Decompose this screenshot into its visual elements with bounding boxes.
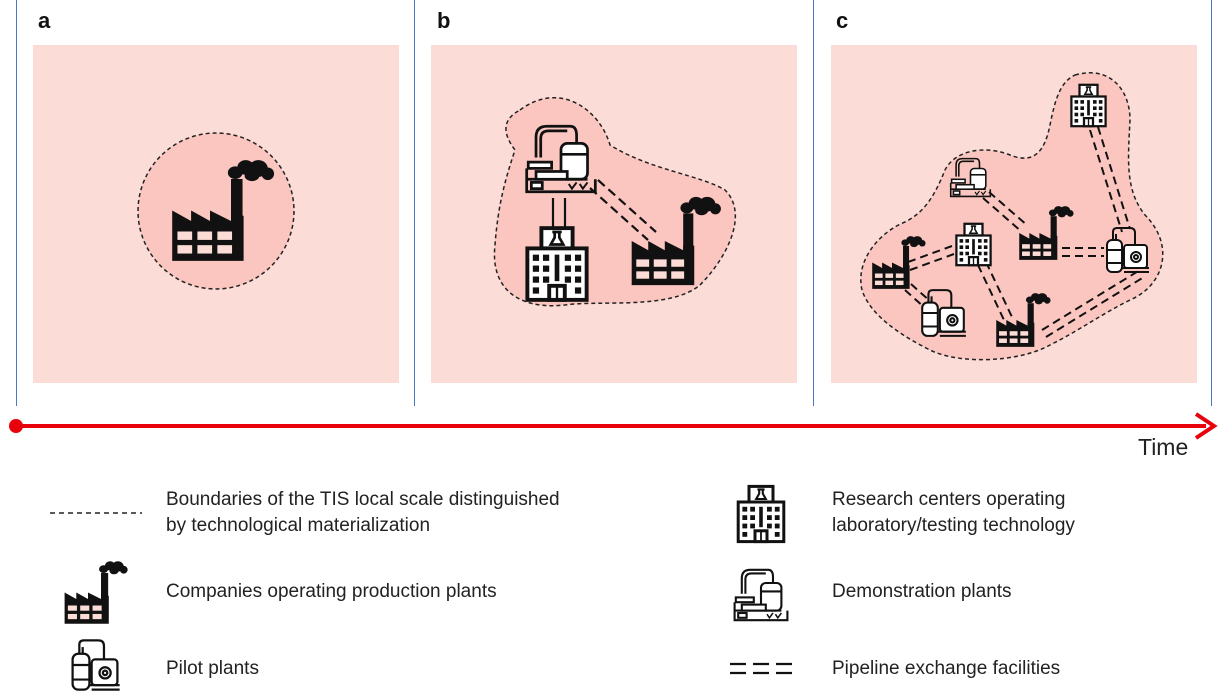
tis-boundary-c bbox=[860, 72, 1164, 361]
time-label: Time bbox=[1138, 434, 1189, 460]
divider-line bbox=[813, 0, 814, 406]
demonstration-plant-icon bbox=[733, 568, 789, 622]
pilot-plant-icon bbox=[71, 639, 121, 691]
legend-boundary-line2: by technological materialization bbox=[166, 515, 431, 536]
legend-boundary-line1: Boundaries of the TIS local scale distin… bbox=[166, 489, 560, 510]
divider-line bbox=[1211, 0, 1212, 406]
timeline-arrow bbox=[9, 412, 1218, 440]
legend-companies-text: Companies operating production plants bbox=[166, 581, 497, 602]
legend-boundary-text: Boundaries of the TIS local scale distin… bbox=[166, 487, 560, 539]
tis-boundary-a bbox=[137, 132, 295, 290]
pipeline-icon bbox=[730, 662, 796, 675]
research-center-icon bbox=[736, 484, 786, 544]
legend-research-line1: Research centers operating bbox=[832, 489, 1066, 510]
pipeline-connections-b bbox=[551, 179, 657, 241]
legend-demo-text: Demonstration plants bbox=[832, 581, 1012, 602]
panel-label-c: c bbox=[836, 8, 849, 33]
factory-icon bbox=[64, 561, 128, 624]
panel-label-b: b bbox=[437, 8, 451, 33]
divider-line bbox=[16, 0, 17, 406]
legend-research-text: Research centers operating laboratory/te… bbox=[832, 487, 1075, 539]
divider-line bbox=[414, 0, 415, 406]
panel-label-a: a bbox=[38, 8, 51, 33]
pipeline-connections-c bbox=[904, 126, 1145, 338]
legend-pipeline-text: Pipeline exchange facilities bbox=[832, 658, 1061, 679]
legend-pilot-text: Pilot plants bbox=[166, 658, 259, 679]
legend-research-line2: laboratory/testing technology bbox=[832, 515, 1075, 536]
